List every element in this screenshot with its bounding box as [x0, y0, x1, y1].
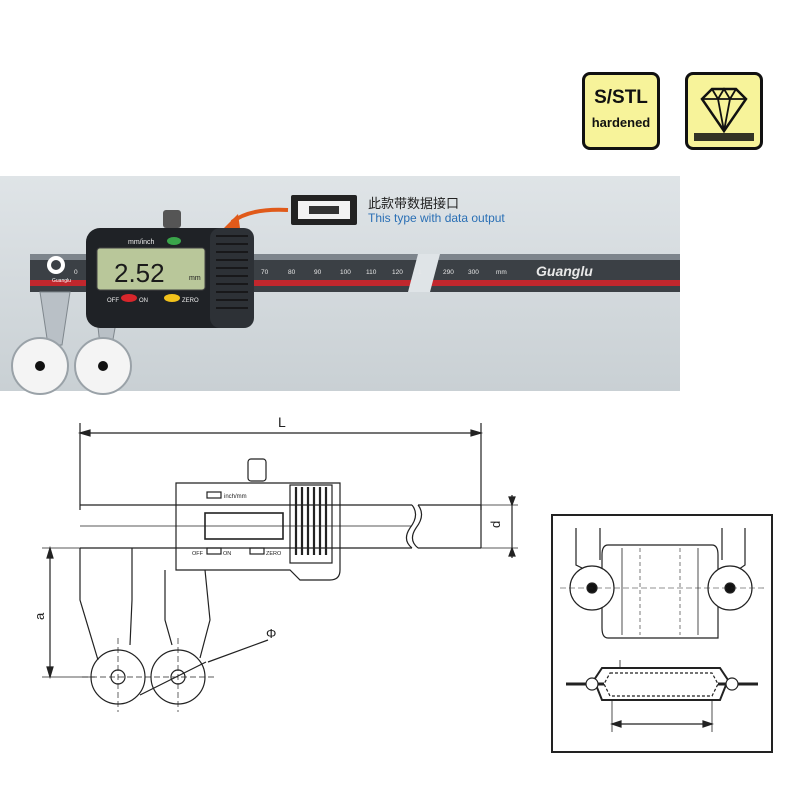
beam-scale: 0 70 80 90 100 110 120 1 290 300 mm — [74, 269, 507, 276]
scale-tick-label: 0 — [74, 269, 78, 276]
usage-inset — [551, 514, 773, 753]
scale-tick-label: 110 — [366, 269, 377, 276]
scale-tick-label: 80 — [288, 269, 296, 276]
dim-l-label: L — [278, 414, 286, 430]
scale-tick-label: 1 — [418, 269, 422, 276]
diamond-badge — [685, 72, 763, 150]
scale-tick-label: 100 — [340, 269, 351, 276]
data-port-arrow — [224, 207, 289, 228]
unit-button-label: mm/inch — [128, 239, 155, 246]
scale-tick-label: 120 — [392, 269, 403, 276]
scale-tick-label: 70 — [261, 269, 269, 276]
drawing-on-label: ON — [223, 551, 231, 557]
on-label: ON — [139, 298, 148, 304]
off-on-button[interactable] — [121, 294, 137, 302]
data-port-label-en: This type with data output — [368, 211, 505, 225]
badge-hardened-text: hardened — [591, 115, 651, 130]
scale-tick-label: 90 — [314, 269, 322, 276]
dim-phi-label: Φ — [266, 626, 276, 641]
caliper-body-photo — [86, 210, 254, 328]
dim-a-label: a — [32, 612, 47, 620]
scale-tick-label: 300 — [468, 269, 479, 276]
data-port-icon — [291, 195, 357, 225]
guanglu-logo-icon — [47, 256, 65, 274]
diamond-icon — [694, 87, 754, 141]
zero-label: ZERO — [182, 298, 199, 304]
technical-drawing — [42, 423, 518, 712]
drawing-zero-label: ZERO — [266, 551, 282, 557]
data-port-label-cn: 此款带数据接口 — [368, 196, 460, 211]
scale-tick-label: mm — [496, 269, 507, 276]
lcd-unit: mm — [189, 275, 201, 282]
zero-button[interactable] — [164, 294, 180, 302]
brand-name: Guanglu — [536, 263, 593, 279]
badge-stl-text: S/STL — [594, 87, 648, 108]
stl-hardened-badge: S/STL hardened — [582, 72, 660, 150]
unit-button[interactable] — [167, 237, 181, 245]
beam-logo-text: Guanglu — [52, 278, 71, 284]
off-label: OFF — [107, 298, 119, 304]
drawing-off-label: OFF — [192, 551, 204, 557]
lcd-readout: 2.52 — [114, 258, 165, 288]
dim-d-label: d — [488, 521, 503, 528]
scale-tick-label: 290 — [443, 269, 454, 276]
drawing-unit-label: inch/mm — [224, 494, 247, 500]
